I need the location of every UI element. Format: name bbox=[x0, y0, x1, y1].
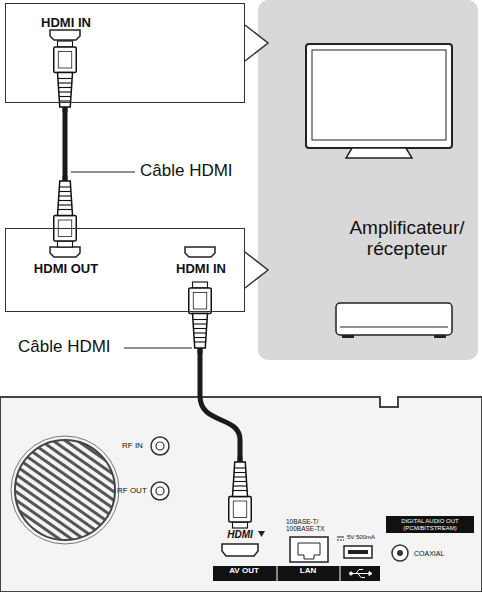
amplifier-body bbox=[336, 303, 452, 335]
hdmi-plug bbox=[229, 457, 252, 528]
coaxial-jack-core bbox=[397, 550, 403, 556]
dc-symbol bbox=[337, 537, 344, 538]
port-label: HDMI IN bbox=[176, 262, 226, 276]
callout-pointer bbox=[245, 252, 268, 288]
hdmi-plug bbox=[54, 176, 77, 247]
bar-divider bbox=[340, 566, 341, 581]
jack-label: RF IN bbox=[122, 442, 143, 451]
device-label: Amplificateur/ récepteur bbox=[337, 218, 477, 260]
port-label: COAXIAL bbox=[414, 550, 444, 558]
rf-jack bbox=[151, 482, 169, 500]
lan-port-notch bbox=[298, 543, 320, 559]
amplifier-foot bbox=[434, 335, 446, 338]
leader-line bbox=[71, 171, 135, 172]
fan-ring bbox=[11, 436, 119, 544]
cable-label: Câble HDMI bbox=[138, 161, 235, 181]
tv-callout-box: HDMI IN bbox=[5, 3, 245, 103]
label-bar bbox=[213, 566, 380, 581]
port-label: AV OUT bbox=[229, 567, 259, 576]
usb-symbol-branch bbox=[358, 574, 365, 578]
hdmi-cable bbox=[200, 396, 240, 462]
hdmi-plug bbox=[189, 282, 212, 353]
amplifier-panel: Amplificateur/ récepteur bbox=[258, 0, 481, 360]
usb-port-tongue bbox=[348, 550, 368, 554]
port-spec: 5V 500mA bbox=[347, 534, 375, 541]
tv-stand bbox=[346, 148, 412, 158]
lan-port bbox=[290, 537, 328, 562]
hdmi-port bbox=[50, 247, 80, 257]
hdmi-logo: HDMI bbox=[227, 529, 253, 540]
tv-icon bbox=[306, 44, 452, 158]
port-label: HDMI IN bbox=[41, 16, 91, 30]
tv-frame bbox=[306, 44, 452, 148]
usb-symbol bbox=[350, 570, 373, 578]
usb-symbol-stem bbox=[352, 573, 369, 574]
dc-symbol bbox=[337, 540, 344, 541]
tv-screen bbox=[312, 50, 446, 140]
player-body bbox=[0, 397, 482, 592]
port-label: DIGITAL AUDIO OUT (PCM/BITSTREAM) bbox=[386, 516, 474, 533]
player-rear-panel: RF IN RF OUT HDMI AV OUT 10BASE-T/ 100BASE-T… bbox=[0, 396, 482, 592]
hdmi-port bbox=[222, 544, 258, 556]
marker-triangle bbox=[258, 531, 265, 537]
port-spec: 10BASE-T/ 100BASE-TX bbox=[286, 518, 334, 532]
player-rear bbox=[0, 397, 482, 592]
fan-grille bbox=[15, 440, 115, 540]
port-label: LAN bbox=[300, 567, 316, 576]
rf-jack-core bbox=[156, 487, 164, 495]
hdmi-port bbox=[50, 30, 80, 40]
cable-label: Câble HDMI bbox=[16, 337, 113, 357]
usb-symbol-branch bbox=[356, 570, 363, 574]
amplifier-front-line bbox=[340, 327, 448, 328]
callout-pointer bbox=[245, 25, 268, 61]
usb-symbol-head bbox=[369, 572, 372, 576]
coaxial-jack bbox=[392, 545, 408, 561]
amplifier-callout-box: HDMI OUT HDMI IN bbox=[5, 228, 245, 312]
port-label: HDMI OUT bbox=[34, 262, 98, 276]
amplifier-foot bbox=[342, 335, 354, 338]
hdmi-plug bbox=[54, 41, 77, 112]
rf-jack-core bbox=[156, 442, 164, 450]
hdmi-port bbox=[185, 247, 215, 257]
amplifier-icon bbox=[336, 303, 452, 338]
rf-jack bbox=[151, 437, 169, 455]
grey-panel bbox=[258, 0, 478, 360]
jack-label: RF OUT bbox=[117, 487, 147, 496]
leader-line bbox=[124, 347, 192, 348]
bar-divider bbox=[277, 566, 278, 581]
usb-port bbox=[344, 546, 372, 558]
